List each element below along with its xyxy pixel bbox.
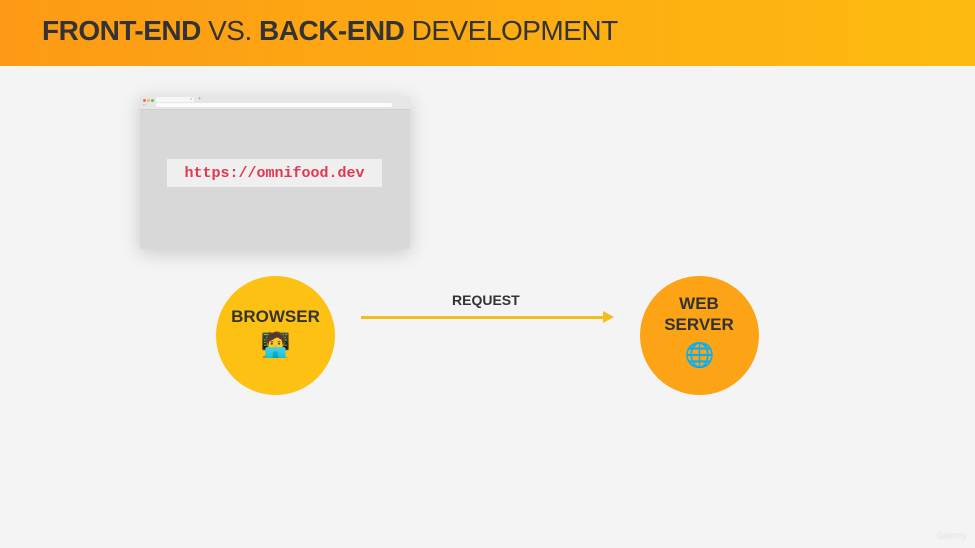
title-front-end: FRONT-END [42,15,201,46]
title-vs: VS. [208,15,252,46]
close-dot-icon [143,99,146,102]
nav-arrows-icon: ‹› [143,102,146,107]
request-arrow-line [361,316,605,319]
tab-close-icon: × [190,96,193,101]
arrow-head-icon [603,311,614,323]
url-box: https://omnifood.dev [167,159,382,187]
address-bar [156,103,392,107]
browser-chrome: × + ‹› [140,96,410,110]
watermark: ûdemy [936,531,967,542]
header-bar: FRONT-END VS. BACK-END DEVELOPMENT [0,0,975,66]
new-tab-icon: + [198,96,201,102]
browser-tab [156,97,194,102]
browser-label: BROWSER [231,307,320,326]
request-label: REQUEST [452,292,520,308]
maximize-dot-icon [151,99,154,102]
url-text: https://omnifood.dev [184,164,365,182]
minimize-dot-icon [147,99,150,102]
globe-icon: 🌐 [684,342,715,369]
title-back-end: BACK-END [259,15,405,46]
page-title: FRONT-END VS. BACK-END DEVELOPMENT [42,15,618,47]
browser-circle: BROWSER 🧑‍💻 [216,276,335,395]
web-server-circle: WEB SERVER 🌐 [640,276,759,395]
web-server-label: WEB SERVER [664,294,734,334]
title-development: DEVELOPMENT [411,15,619,46]
developer-emoji-icon: 🧑‍💻 [260,332,291,359]
